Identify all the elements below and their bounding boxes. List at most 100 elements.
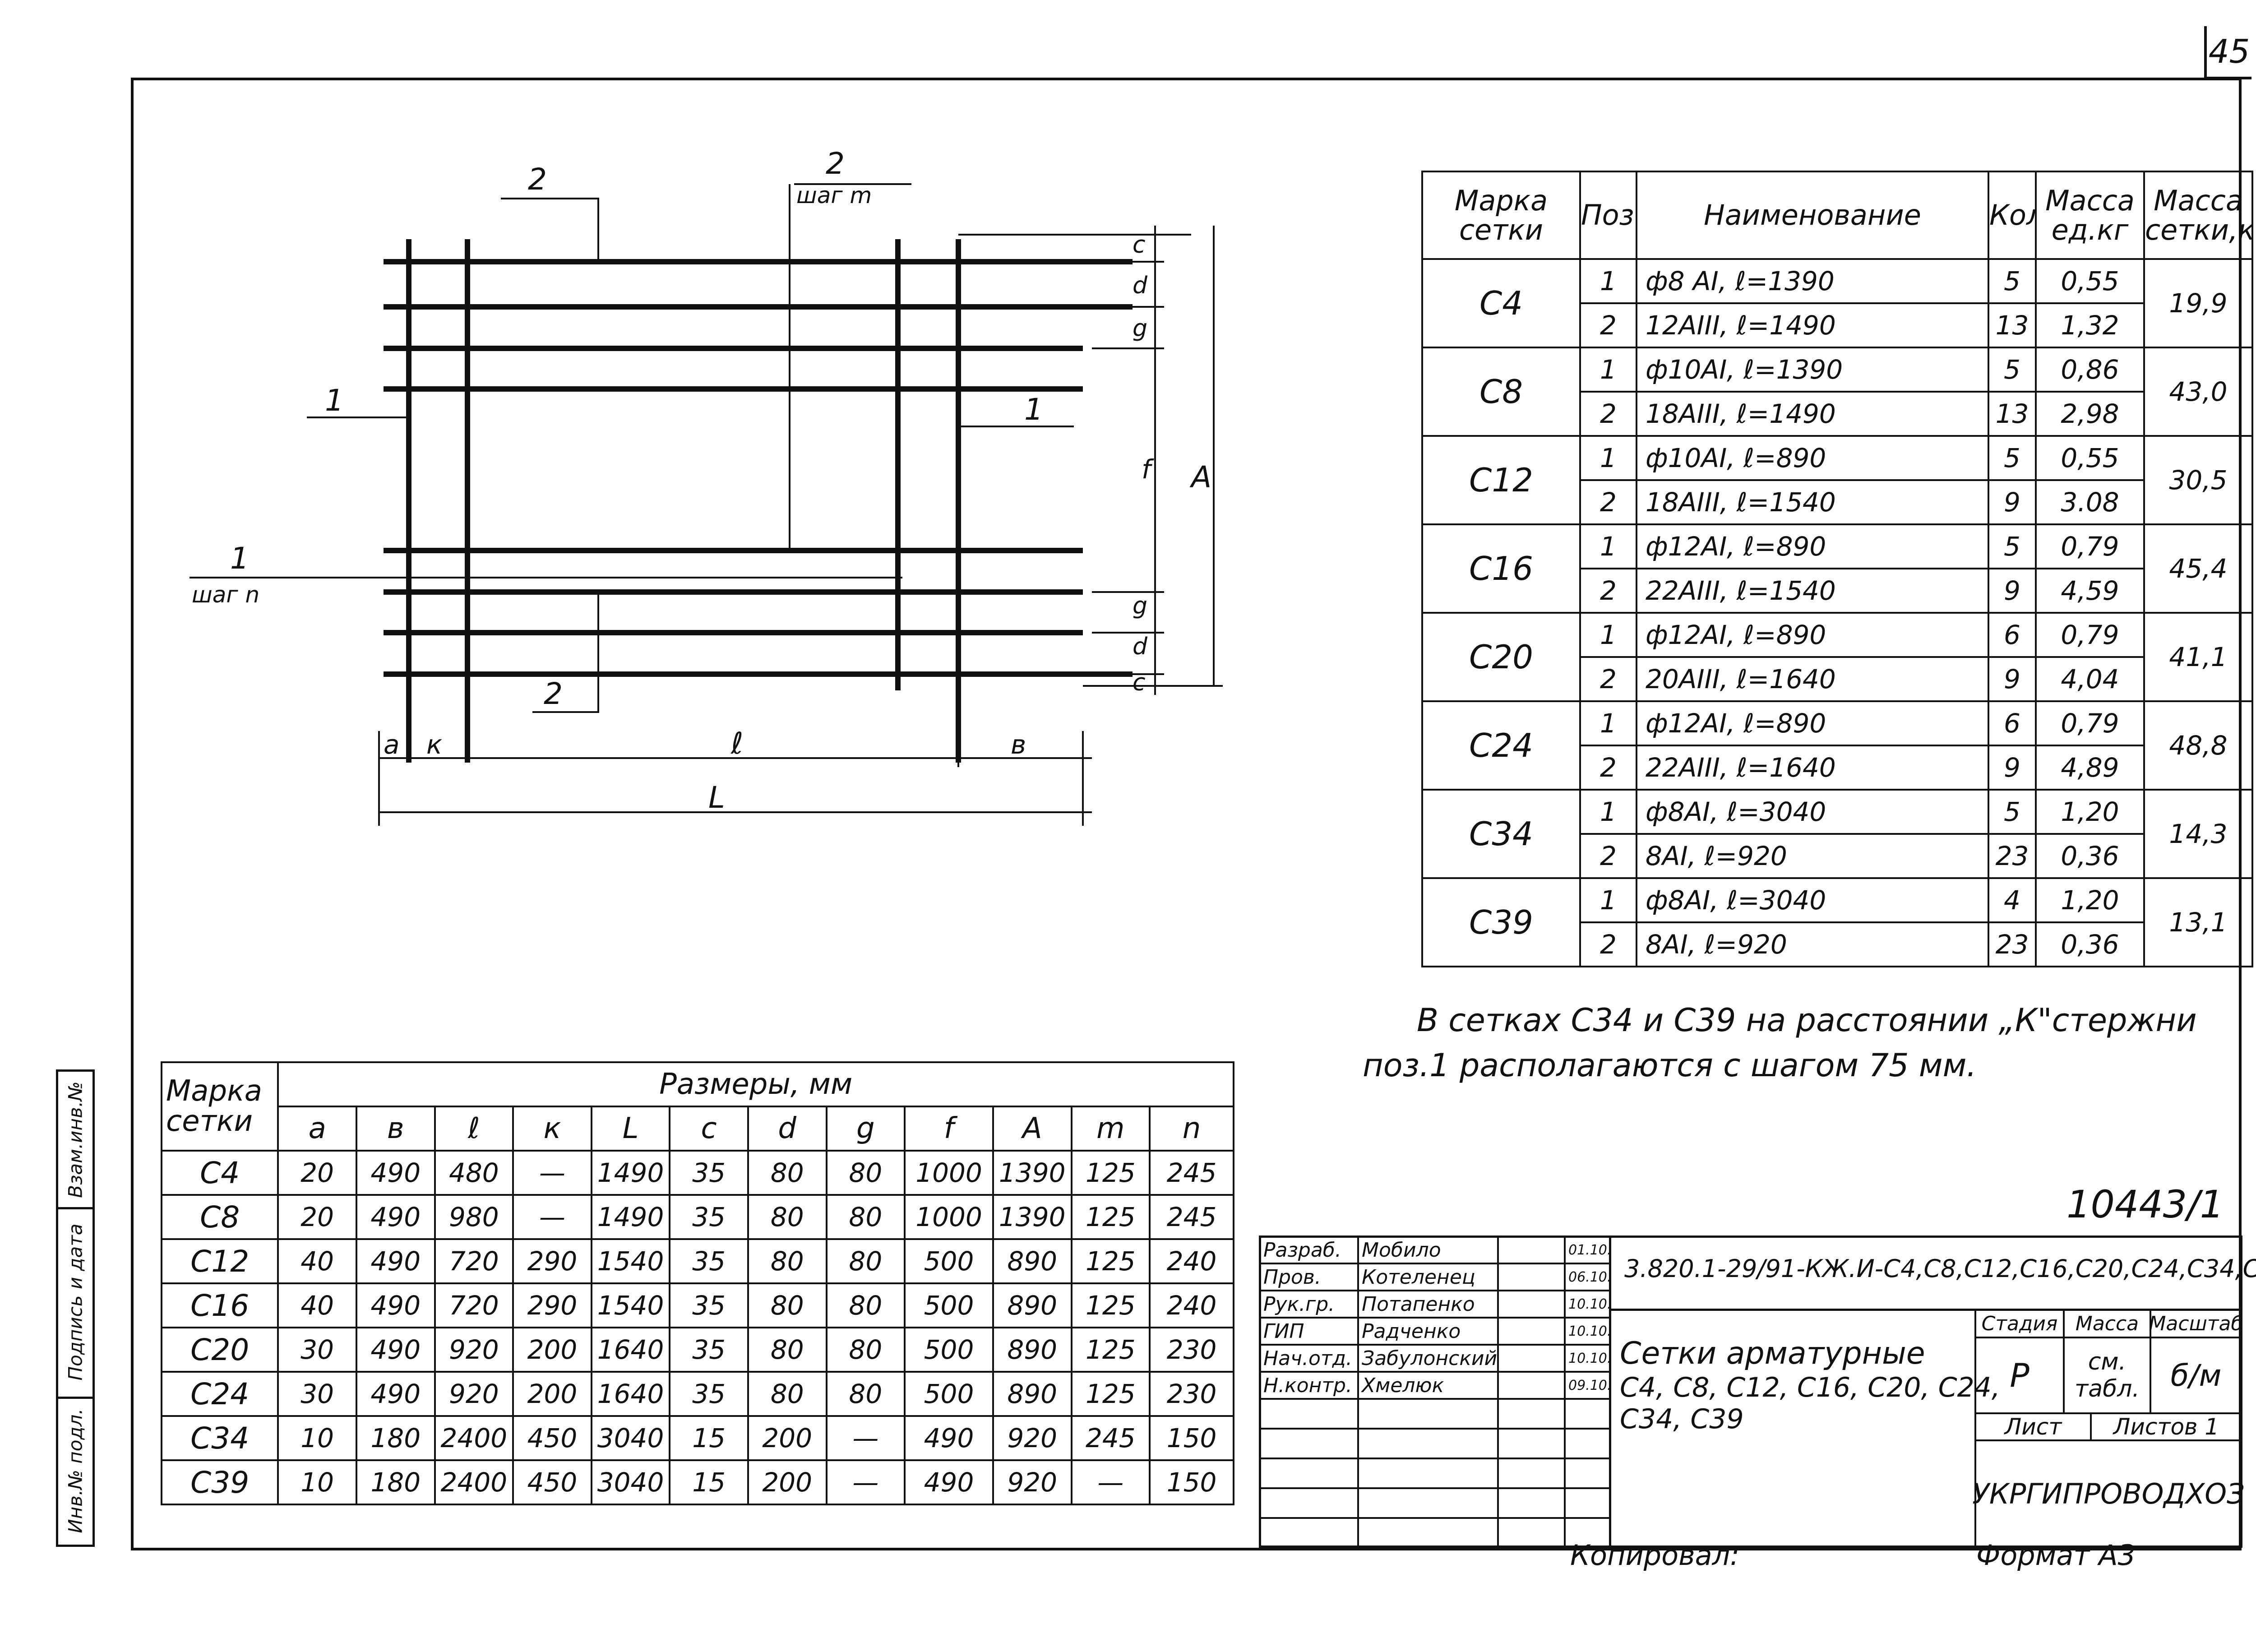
- mass-cell-unit-mass: 4,04: [2035, 656, 2145, 702]
- mass-header-name: Наименование: [1636, 171, 1989, 260]
- mass-cell-qty: 5: [1988, 789, 2037, 835]
- dims-cell-value: 80: [747, 1327, 828, 1373]
- mass-cell-qty: 13: [1988, 302, 2037, 348]
- dims-col-header: к: [512, 1106, 592, 1152]
- dims-cell-value: 490: [355, 1194, 436, 1240]
- dims-col-header: в: [355, 1106, 436, 1152]
- format-label: Формат А3: [1976, 1539, 2136, 1572]
- signature-row: [1259, 1517, 1611, 1549]
- mass-cell-unit-mass: 1,32: [2035, 302, 2145, 348]
- dim-a: a: [384, 729, 400, 760]
- dims-cell-value: 125: [1070, 1371, 1151, 1417]
- title-main: Сетки арматурные: [1620, 1336, 1925, 1371]
- dims-cell-value: 35: [669, 1327, 749, 1373]
- sig-name: Радченко: [1357, 1317, 1499, 1346]
- sig-date: 10.10.91: [1564, 1317, 1611, 1346]
- copied-by: Копировал:: [1570, 1539, 1740, 1572]
- dims-cell-value: 2400: [434, 1459, 514, 1505]
- dims-cell-value: 720: [434, 1282, 514, 1328]
- mass-cell-qty: 9: [1988, 656, 2037, 702]
- dims-col-header: a: [277, 1106, 357, 1152]
- mass-value: см. табл.: [2063, 1337, 2151, 1414]
- dims-cell-value: 80: [825, 1371, 906, 1417]
- dims-cell-value: 35: [669, 1150, 749, 1196]
- dims-cell-value: 920: [992, 1415, 1073, 1461]
- mass-cell-qty: 5: [1988, 258, 2037, 304]
- mass-cell-mesh-mass: 45,4: [2143, 523, 2253, 614]
- dims-cell-value: 890: [992, 1327, 1073, 1373]
- sig-empty: [1497, 1487, 1566, 1519]
- dim-b: в: [1011, 729, 1026, 760]
- sig-date: 10.10.91: [1564, 1290, 1611, 1319]
- sig-empty: [1564, 1458, 1611, 1489]
- mesh-vertical-bars: [406, 239, 961, 763]
- mass-header-qty: Кол.: [1988, 171, 2037, 260]
- mass-cell-unit-mass: 4,59: [2035, 568, 2145, 614]
- mass-cell-qty: 13: [1988, 391, 2037, 437]
- mass-cell-name: ф8AI, ℓ=3040: [1636, 877, 1989, 923]
- signature-row: [1259, 1398, 1611, 1430]
- dim-L: L: [708, 780, 725, 815]
- mass-cell-mark: C4: [1421, 258, 1581, 348]
- sig-signature: [1497, 1344, 1566, 1373]
- dims-cell-value: —: [1070, 1459, 1151, 1505]
- signature-table: Разраб.Мобило01.10.91Пров.Котеленец06.10…: [1259, 1236, 1611, 1549]
- mass-cell-name: 22AIII, ℓ=1540: [1636, 568, 1989, 614]
- dims-cell-value: 245: [1149, 1150, 1234, 1196]
- dims-cell-value: 20: [277, 1194, 357, 1240]
- mass-cell-qty: 4: [1988, 877, 2037, 923]
- organization: УКРГИПРОВОДХОЗ: [1972, 1439, 2245, 1548]
- label-pos1-left: 1: [325, 383, 344, 418]
- dims-cell-value: 80: [747, 1150, 828, 1196]
- mass-cell-pos: 2: [1579, 656, 1637, 702]
- mass-cell-name: ф12AI, ℓ=890: [1636, 612, 1989, 658]
- dims-cell-value: 15: [669, 1459, 749, 1505]
- sig-date: 09.10.91: [1564, 1371, 1611, 1400]
- mass-cell-name: 8AI, ℓ=920: [1636, 833, 1989, 879]
- dims-cell-mark: C20: [160, 1327, 279, 1373]
- sig-empty: [1564, 1398, 1611, 1430]
- mass-cell-qty: 5: [1988, 347, 2037, 393]
- dims-col-header: m: [1070, 1106, 1151, 1152]
- dims-cell-value: 80: [825, 1194, 906, 1240]
- mass-cell-name: ф12AI, ℓ=890: [1636, 700, 1989, 746]
- dims-cell-value: 80: [747, 1238, 828, 1284]
- mass-cell-name: 18AIII, ℓ=1490: [1636, 391, 1989, 437]
- dims-cell-mark: C8: [160, 1194, 279, 1240]
- note-line-2: поз.1 располагаются с шагом 75 мм.: [1363, 1047, 1977, 1084]
- sig-empty: [1497, 1517, 1566, 1549]
- dims-cell-value: 490: [355, 1238, 436, 1284]
- dims-col-header: n: [1149, 1106, 1234, 1152]
- dims-cell-value: 40: [277, 1238, 357, 1284]
- dims-cell-value: 500: [904, 1371, 994, 1417]
- sig-empty: [1357, 1398, 1499, 1430]
- dims-table-group-header: Марка сетки Размеры, мм: [160, 1061, 1234, 1152]
- mass-cell-qty: 23: [1988, 833, 2037, 879]
- mass-cell-qty: 9: [1988, 745, 2037, 791]
- dims-cell-value: 80: [747, 1371, 828, 1417]
- mass-cell-unit-mass: 3.08: [2035, 479, 2145, 525]
- title-line-3: C34, C39: [1620, 1403, 1744, 1435]
- sig-empty: [1357, 1517, 1499, 1549]
- dims-header-group: Размеры, мм: [277, 1061, 1234, 1107]
- sig-empty: [1564, 1487, 1611, 1519]
- dims-cell-value: 230: [1149, 1371, 1234, 1417]
- dims-cell-value: —: [825, 1415, 906, 1461]
- sig-role: Рук.гр.: [1259, 1290, 1359, 1319]
- dims-cell-mark: C39: [160, 1459, 279, 1505]
- mass-cell-qty: 5: [1988, 435, 2037, 481]
- sig-signature: [1497, 1290, 1566, 1319]
- dims-cell-value: 240: [1149, 1238, 1234, 1284]
- mass-table: Марка сетки Поз. Наименование Кол. Масса…: [1421, 171, 2253, 967]
- mass-cell-qty: 5: [1988, 523, 2037, 569]
- dims-cell-value: 2400: [434, 1415, 514, 1461]
- mass-cell-name: ф10AI, ℓ=1390: [1636, 347, 1989, 393]
